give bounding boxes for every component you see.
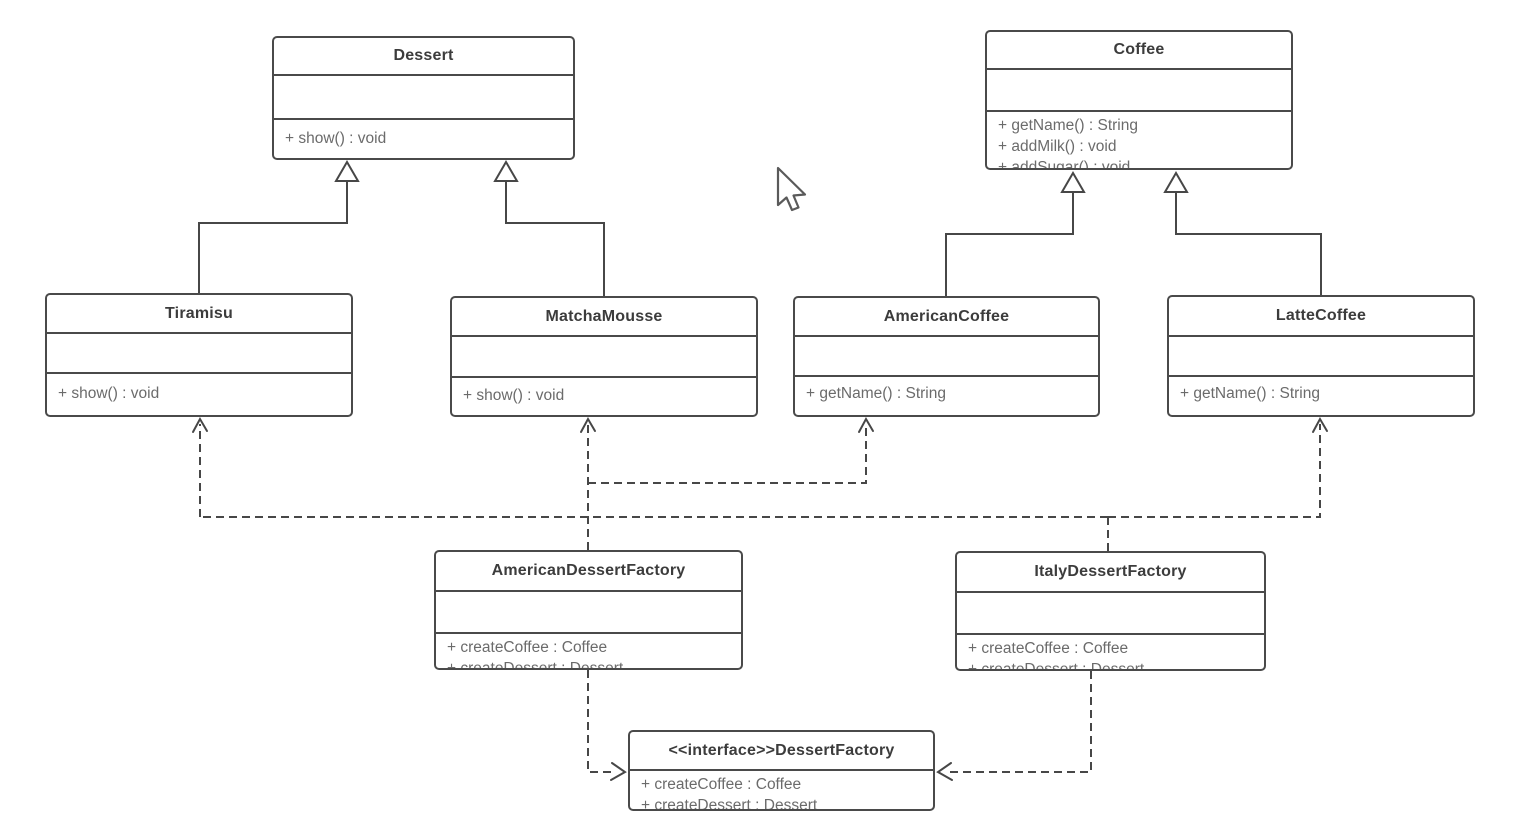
attributes-compartment (436, 592, 741, 634)
edge-americancoffee-to-coffee[interactable] (945, 171, 1086, 296)
method-item: + createDessert : Dessert (968, 661, 1145, 671)
methods-compartment: + getName() : String (795, 377, 1098, 404)
class-box-lattecoffee[interactable]: LatteCoffee + getName() : String (1167, 295, 1475, 417)
method-item: + show() : void (58, 385, 160, 402)
method-item: + show() : void (463, 387, 565, 404)
method-item: + show() : void (285, 130, 387, 147)
class-box-dessertfactory-interface[interactable]: <<interface>>DessertFactory + createCoff… (628, 730, 935, 811)
class-title: <<interface>>DessertFactory (630, 732, 933, 771)
attributes-compartment (274, 76, 573, 120)
edge-americanfactory-to-matchamousse[interactable] (580, 416, 596, 550)
class-title: AmericanCoffee (795, 298, 1098, 337)
class-title: Coffee (987, 32, 1291, 70)
method-item: + getName() : String (806, 385, 946, 402)
class-box-tiramisu[interactable]: Tiramisu + show() : void (45, 293, 353, 417)
class-title: LatteCoffee (1169, 297, 1473, 337)
method-item: + createDessert : Dessert (447, 660, 624, 670)
class-title: ItalyDessertFactory (957, 553, 1264, 593)
class-box-americandessertfactory[interactable]: AmericanDessertFactory + createCoffee : … (434, 550, 743, 670)
edge-tiramisu-to-dessert[interactable] (198, 160, 360, 293)
class-title: MatchaMousse (452, 298, 756, 337)
method-item: + addSugar() : void (998, 159, 1131, 170)
method-item: + createDessert : Dessert (641, 797, 818, 811)
methods-compartment: + show() : void (274, 120, 573, 149)
method-item: + addMilk() : void (998, 138, 1117, 155)
edge-italyfactory-to-dessertfactory-interface[interactable] (936, 671, 1092, 781)
class-box-matchamousse[interactable]: MatchaMousse + show() : void (450, 296, 758, 417)
methods-compartment: + show() : void (47, 374, 351, 404)
attributes-compartment (1169, 337, 1473, 377)
methods-compartment: + getName() : String + addMilk() : void … (987, 112, 1291, 170)
attributes-compartment (957, 593, 1264, 635)
method-item: + createCoffee : Coffee (447, 639, 608, 656)
class-box-americancoffee[interactable]: AmericanCoffee + getName() : String (793, 296, 1100, 417)
method-item: + getName() : String (998, 117, 1138, 134)
methods-compartment: + createCoffee : Coffee + createDessert … (957, 635, 1264, 671)
class-title: Dessert (274, 38, 573, 76)
methods-compartment: + getName() : String (1169, 377, 1473, 404)
class-box-dessert[interactable]: Dessert + show() : void (272, 36, 575, 160)
method-item: + createCoffee : Coffee (641, 776, 802, 793)
edge-americanfactory-to-dessertfactory-interface[interactable] (587, 670, 627, 781)
class-title: AmericanDessertFactory (436, 552, 741, 592)
edge-matchamousse-to-dessert[interactable] (493, 160, 605, 296)
attributes-compartment (987, 70, 1291, 112)
edge-lattecoffee-to-coffee[interactable] (1163, 171, 1322, 296)
attributes-compartment (795, 337, 1098, 377)
mouse-cursor-icon (776, 166, 807, 212)
methods-compartment: + createCoffee : Coffee + createDessert … (436, 634, 741, 670)
edge-italyfactory-to-tiramisu[interactable] (192, 416, 1109, 551)
class-title: Tiramisu (47, 295, 351, 334)
class-box-coffee[interactable]: Coffee + getName() : String + addMilk() … (985, 30, 1293, 170)
attributes-compartment (47, 334, 351, 374)
edge-americanfactory-to-americancoffee[interactable] (588, 416, 874, 484)
attributes-compartment (452, 337, 756, 378)
method-item: + createCoffee : Coffee (968, 640, 1129, 657)
class-box-italydessertfactory[interactable]: ItalyDessertFactory + createCoffee : Cof… (955, 551, 1266, 671)
methods-compartment: + createCoffee : Coffee + createDessert … (630, 771, 933, 811)
edge-italyfactory-to-lattecoffee[interactable] (1108, 416, 1328, 518)
methods-compartment: + show() : void (452, 378, 756, 406)
method-item: + getName() : String (1180, 385, 1320, 402)
